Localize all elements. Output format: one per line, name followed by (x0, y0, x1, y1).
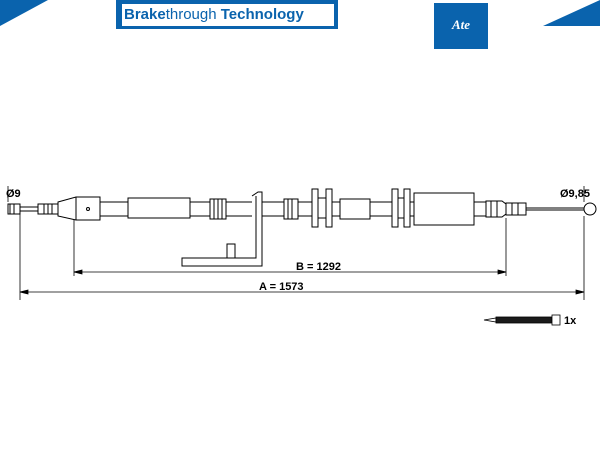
grommet-2-right (403, 188, 411, 228)
cable-tie (483, 314, 561, 326)
top-left-corner-triangle (0, 0, 48, 26)
sheath-segment-2 (339, 198, 371, 220)
right-end-cap (505, 202, 527, 216)
mounting-bracket (181, 191, 263, 267)
brand-text-part-1: Brake (124, 6, 166, 23)
brand-banner: Brakethrough Technology (116, 0, 338, 29)
right-ferrule (485, 200, 507, 218)
sheath-clip-2 (283, 198, 299, 220)
dimension-lines (7, 186, 585, 300)
brand-text-part-2: through (165, 6, 217, 23)
brake-cable (7, 188, 597, 267)
grommet-2-left (391, 188, 399, 228)
grommet-2-body (397, 197, 405, 219)
grommet-body (317, 197, 327, 219)
top-right-corner-triangle (543, 0, 600, 26)
right-end-nipple (583, 202, 597, 216)
brand-text-part-3: Technology (216, 6, 304, 23)
brand-title: Brakethrough Technology (122, 4, 334, 26)
ate-logo: Ate (434, 3, 488, 49)
ate-logo-text: Ate (451, 17, 471, 32)
left-housing-block (57, 196, 101, 221)
sheath-boot (413, 192, 475, 226)
sheath-segment-1 (127, 197, 191, 219)
bracket-tab (226, 243, 236, 259)
grommet-right-flange (325, 188, 333, 228)
grommet-left-flange (311, 188, 319, 228)
